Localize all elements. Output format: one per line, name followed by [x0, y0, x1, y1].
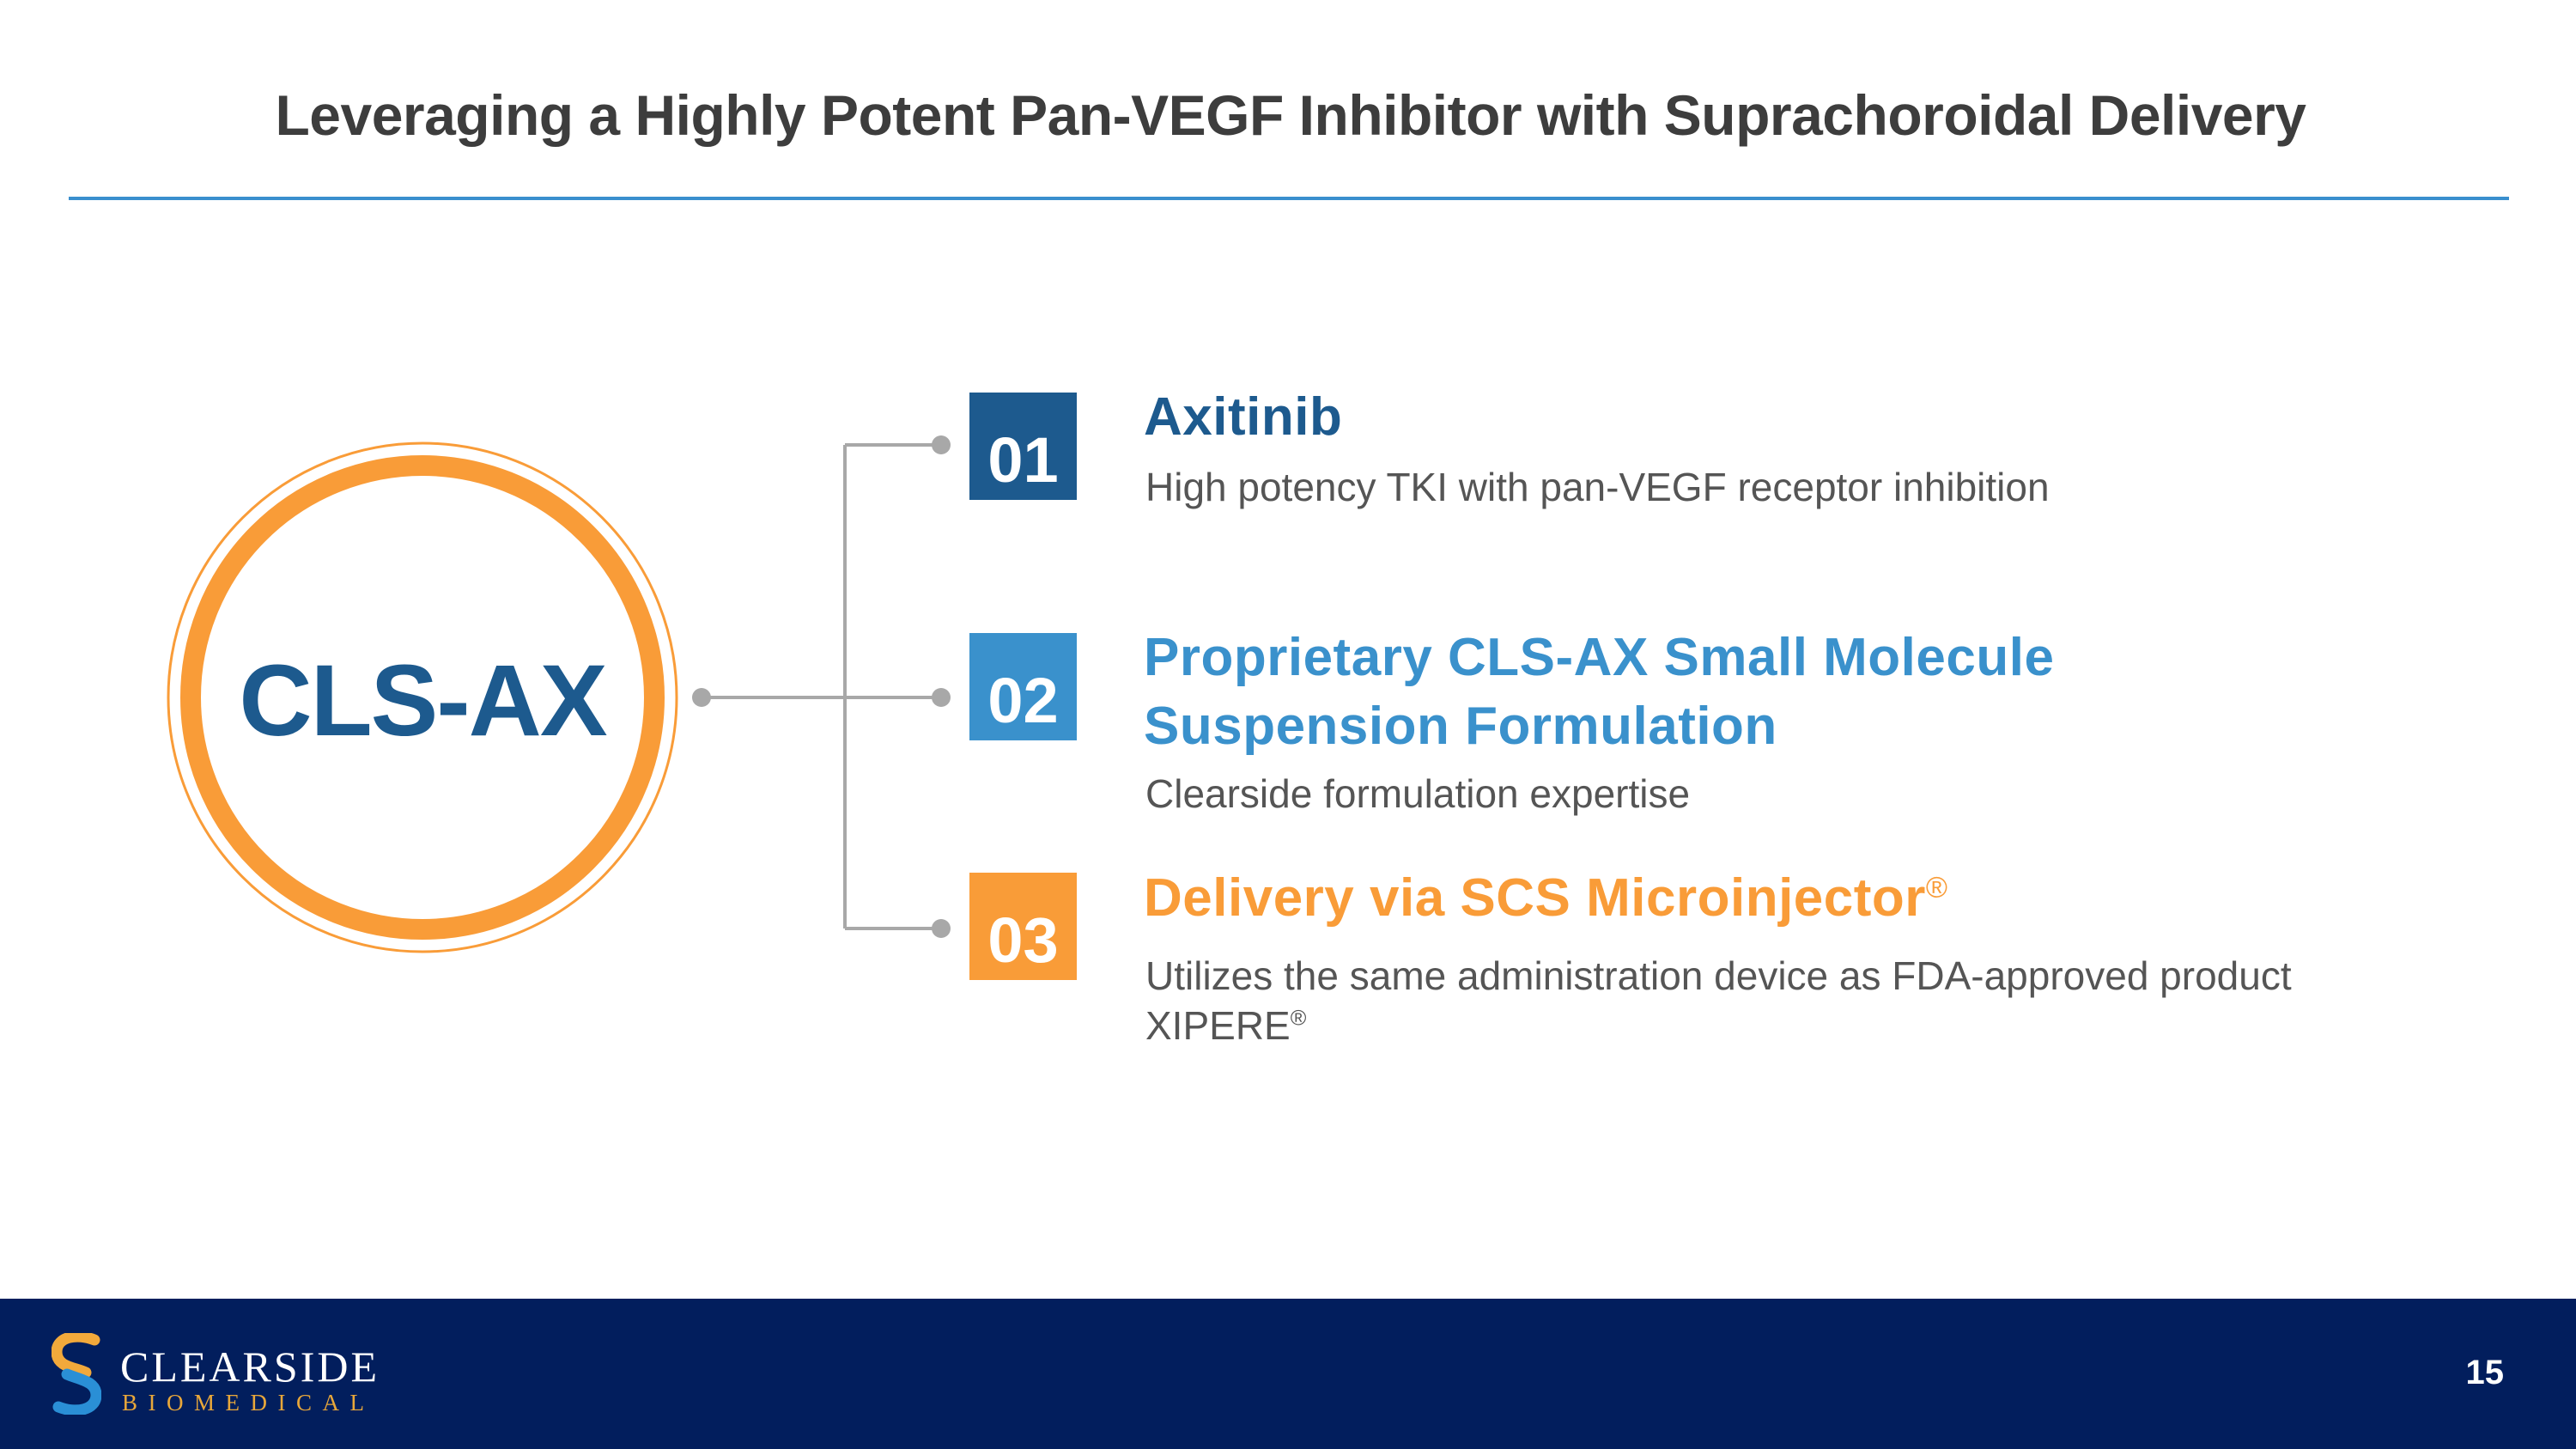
connector-dot-03	[932, 919, 951, 938]
number-box-02: 02	[969, 633, 1077, 740]
footer-bar: CLEARSIDE BIOMEDICAL 15	[0, 1299, 2576, 1449]
item-desc-delivery-line2: XIPERE®	[1145, 1002, 1306, 1049]
registered-mark: ®	[1925, 871, 1948, 904]
connector-dot-01	[932, 435, 951, 454]
item-title-delivery: Delivery via SCS Microinjector®	[1144, 868, 1948, 928]
number-box-01: 01	[969, 393, 1077, 500]
number-box-03: 03	[969, 873, 1077, 980]
connector-dot-center	[692, 688, 711, 707]
page-number: 15	[2465, 1354, 2505, 1391]
logo-wordmark: CLEARSIDE	[120, 1342, 380, 1391]
item-title-formulation-line1: Proprietary CLS-AX Small Molecule	[1144, 628, 2055, 687]
item-title-formulation-line2: Suspension Formulation	[1144, 697, 1777, 756]
outer-ring	[167, 441, 678, 953]
cls-ax-label: CLS-AX	[239, 644, 607, 758]
logo-subtitle: BIOMEDICAL	[122, 1390, 375, 1416]
registered-mark: ®	[1290, 1006, 1307, 1031]
item-title-axitinib: Axitinib	[1144, 387, 1343, 447]
connector-dot-02	[932, 688, 951, 707]
number-01: 01	[987, 424, 1059, 496]
inner-ring	[180, 455, 665, 940]
item-desc-axitinib: High potency TKI with pan-VEGF receptor …	[1145, 465, 2050, 509]
title-divider	[69, 197, 2509, 200]
number-02: 02	[987, 665, 1059, 736]
item-desc-delivery-line1: Utilizes the same administration device …	[1145, 953, 2292, 998]
clearside-logo-icon	[52, 1333, 101, 1415]
number-03: 03	[987, 904, 1059, 976]
item-title-delivery-text: Delivery via SCS Microinjector	[1144, 868, 1926, 928]
xipere-text: XIPERE	[1145, 1003, 1291, 1048]
slide-title: Leveraging a Highly Potent Pan-VEGF Inhi…	[275, 83, 2306, 147]
item-desc-formulation: Clearside formulation expertise	[1145, 771, 1691, 816]
